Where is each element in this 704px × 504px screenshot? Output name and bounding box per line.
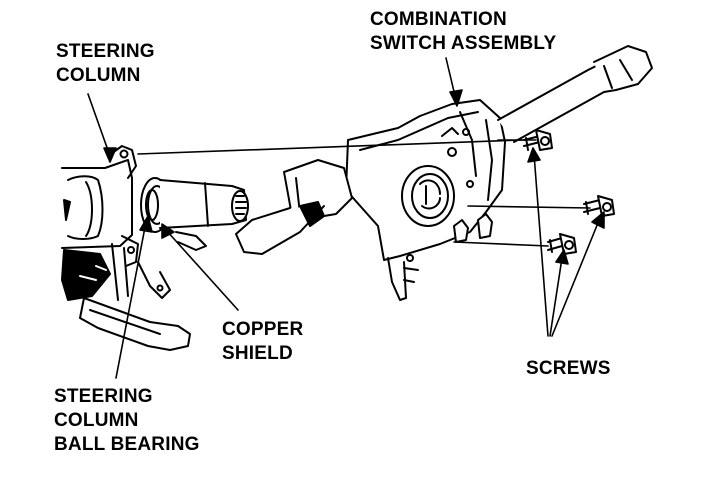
ball-bearing-label-line1: STEERING [54, 386, 153, 407]
ball-bearing-label-line2: COLUMN [54, 410, 139, 431]
ball-bearing-label-line3: BALL BEARING [54, 434, 200, 455]
combination-switch-label: COMBINATION SWITCH ASSEMBLY [370, 8, 556, 56]
steering-column-label-line2: COLUMN [56, 65, 141, 86]
copper-shield-label-line1: COPPER [222, 319, 304, 340]
steering-column-label: STEERING COLUMN [56, 40, 155, 88]
leader-lines [87, 57, 605, 379]
screws-label: SCREWS [526, 357, 611, 381]
screws-label-line1: SCREWS [526, 358, 611, 379]
combination-switch-drawing [235, 45, 653, 301]
steering-column-label-line1: STEERING [56, 41, 155, 62]
copper-shield-label: COPPER SHIELD [222, 318, 303, 366]
screws-drawing [523, 129, 615, 255]
combination-switch-label-line2: SWITCH ASSEMBLY [370, 33, 557, 54]
steering-column-drawing [61, 145, 249, 351]
ball-bearing-label: STEERING COLUMN BALL BEARING [54, 385, 200, 457]
combination-switch-label-line1: COMBINATION [370, 9, 507, 30]
copper-shield-label-line2: SHIELD [222, 343, 293, 364]
